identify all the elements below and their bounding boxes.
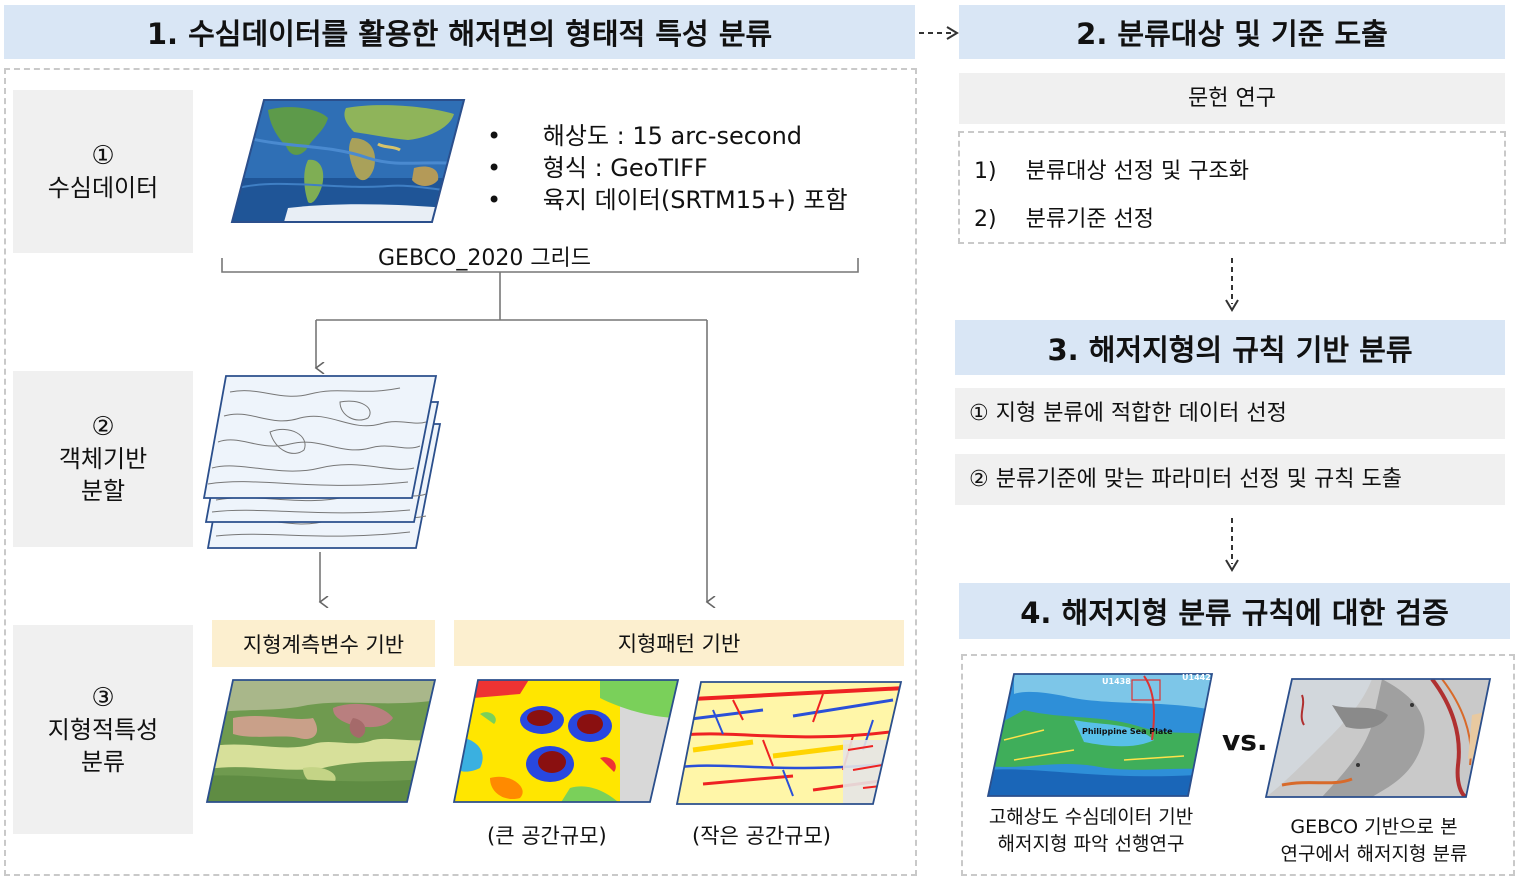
step4-title: 4. 해저지형 분류 규칙에 대한 검증 <box>959 583 1510 639</box>
this-study-caption-line2: 연구에서 해저지형 분류 <box>1280 843 1468 865</box>
previous-study-caption-line1: 고해상도 수심데이터 기반 <box>988 806 1194 828</box>
this-study-caption-line1: GEBCO 기반으로 본 <box>1290 816 1458 838</box>
step1-title: 1. 수심데이터를 활용한 해저면의 형태적 특성 분류 <box>4 5 915 59</box>
previous-study-bathymetry-map: U1438 U1442 Philippine Sea Plate <box>986 673 1214 797</box>
row3-label-box: ③ 지형적특성 분류 <box>13 625 193 834</box>
step2-title: 2. 분류대상 및 기준 도출 <box>959 5 1505 59</box>
large-scale-pattern-map <box>452 679 680 803</box>
step3-item-1: ① 지형 분류에 적합한 데이터 선정 <box>955 388 1505 439</box>
step3-item-2: ② 분류기준에 맞는 파라미터 선정 및 규칙 도출 <box>955 454 1505 505</box>
bullet-dot: • <box>487 154 502 182</box>
row3-circle: ③ <box>91 682 115 713</box>
row3-label-line2: 분류 <box>80 747 126 776</box>
map-label-u1438: U1438 <box>1102 677 1131 686</box>
bullet-dot: • <box>487 122 502 150</box>
variable-based-label: 지형계측변수 기반 <box>212 620 435 667</box>
step2-item-2: 2) 분류기준 선정 <box>974 201 1154 233</box>
this-study-caption: GEBCO 기반으로 본 연구에서 해저지형 분류 <box>1254 814 1494 868</box>
row2-label-line2: 분할 <box>80 477 126 505</box>
step2-items-panel <box>958 131 1506 244</box>
step3-title: 3. 해저지형의 규칙 기반 분류 <box>955 320 1505 375</box>
row1-circle: ① <box>91 140 115 171</box>
bullet-2: • 형식 : GeoTIFF <box>487 148 708 183</box>
step1-connectors <box>221 258 859 881</box>
step1-panel <box>4 68 917 876</box>
step2-item-2-text: 분류기준 선정 <box>1025 207 1155 232</box>
map-label-u1442: U1442 <box>1182 673 1211 682</box>
row2-circle: ② <box>91 412 115 442</box>
row2-label-line1: 객체기반 <box>58 445 148 473</box>
large-scale-caption: (큰 공간규모) <box>487 824 607 848</box>
bullet-1: • 해상도 : 15 arc-second <box>487 116 802 151</box>
small-scale-pattern-map <box>675 681 903 805</box>
bullet-2-text: 형식 : GeoTIFF <box>542 154 708 182</box>
step4-panel <box>961 654 1515 876</box>
literature-review-box: 문헌 연구 <box>959 73 1505 124</box>
variable-classification-map <box>205 679 437 803</box>
row1-label: 수심데이터 <box>47 173 159 202</box>
small-scale-caption: (작은 공간규모) <box>692 824 831 848</box>
segmentation-layers <box>202 375 442 549</box>
row1-label-box: ① 수심데이터 <box>13 90 193 253</box>
bullet-3-text: 육지 데이터(SRTM15+) 포함 <box>542 186 848 214</box>
previous-study-caption-line2: 해저지형 파악 선행연구 <box>997 833 1185 855</box>
step1-to-step2-arrow <box>919 26 959 40</box>
gebco-classification-map <box>1264 678 1492 798</box>
pattern-based-label: 지형패턴 기반 <box>454 620 904 666</box>
row3-label-line1: 지형적특성 <box>47 715 159 744</box>
step2-item-1-text: 분류대상 선정 및 구조화 <box>1025 159 1249 184</box>
bullet-dot: • <box>487 186 502 214</box>
bullet-1-text: 해상도 : 15 arc-second <box>542 122 803 150</box>
previous-study-caption: 고해상도 수심데이터 기반 해저지형 파악 선행연구 <box>972 804 1210 858</box>
vs-label: vs. <box>1222 724 1268 757</box>
step2-item-1-num: 1) <box>974 159 997 184</box>
row2-label-box: ② 객체기반 분할 <box>13 371 193 547</box>
step3-item-2-text: ② 분류기준에 맞는 파라미터 선정 및 규칙 도출 <box>969 466 1402 492</box>
step2-item-2-num: 2) <box>974 207 997 232</box>
step2-to-step3-arrow <box>1225 258 1239 312</box>
map-label-plate: Philippine Sea Plate <box>1082 727 1173 736</box>
world-bathymetry-map <box>230 99 466 223</box>
gebco-grid-label: GEBCO_2020 그리드 <box>378 246 592 271</box>
bullet-3: • 육지 데이터(SRTM15+) 포함 <box>487 180 848 215</box>
step3-item-1-text: ① 지형 분류에 적합한 데이터 선정 <box>969 400 1287 426</box>
step2-item-1: 1) 분류대상 선정 및 구조화 <box>974 153 1249 185</box>
step3-to-step4-arrow <box>1225 518 1239 572</box>
